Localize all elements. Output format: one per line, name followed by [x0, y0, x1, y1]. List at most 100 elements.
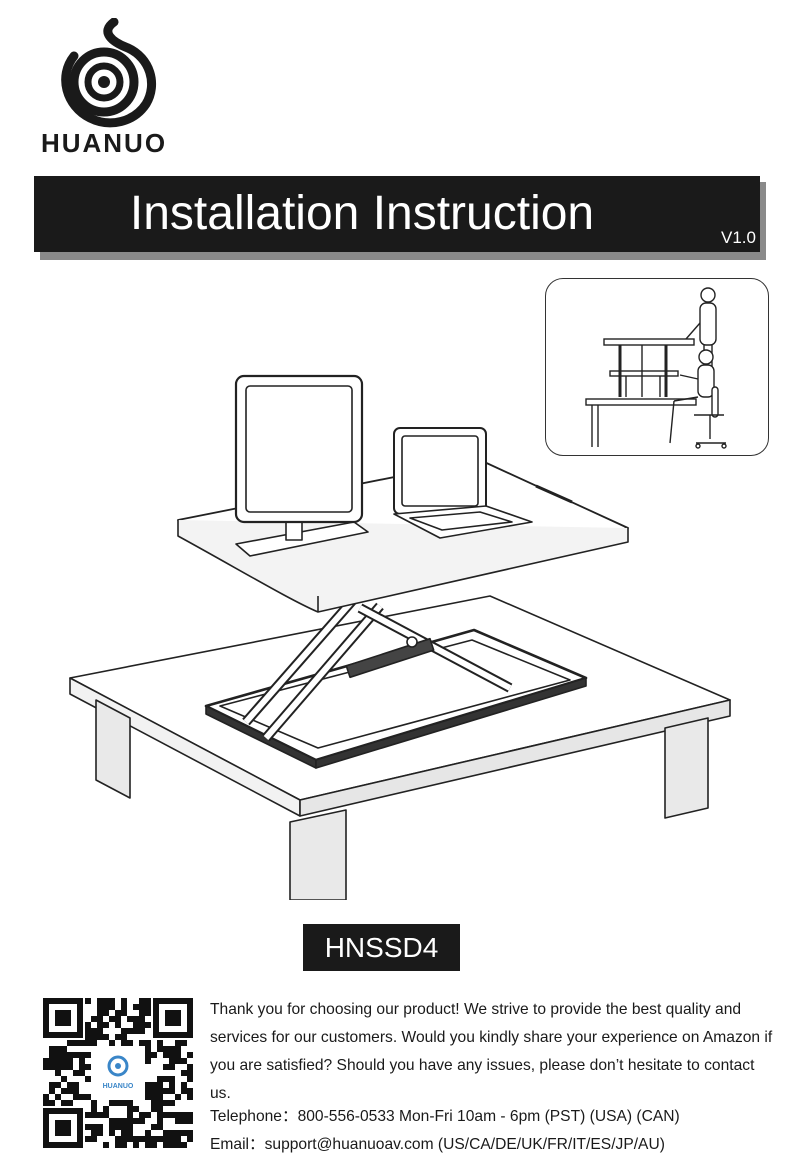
qr-module: [103, 998, 109, 1004]
qr-module: [85, 1040, 91, 1046]
qr-module: [67, 1064, 73, 1070]
qr-module: [145, 1142, 151, 1148]
qr-module: [91, 1130, 97, 1136]
qr-module: [133, 1028, 139, 1034]
qr-module: [49, 1052, 55, 1058]
qr-module: [85, 998, 91, 1004]
qr-module: [115, 1118, 121, 1124]
qr-module: [169, 1046, 175, 1052]
qr-module: [91, 1106, 97, 1112]
qr-module: [145, 1046, 151, 1052]
qr-module: [85, 1076, 91, 1082]
qr-module: [145, 1130, 151, 1136]
qr-module: [97, 1034, 103, 1040]
qr-module: [79, 1094, 85, 1100]
qr-module: [103, 1004, 109, 1010]
qr-module: [157, 1040, 163, 1046]
qr-module: [187, 1088, 193, 1094]
qr-module: [163, 1100, 169, 1106]
qr-module: [121, 1010, 127, 1016]
qr-module: [85, 1028, 91, 1034]
qr-module: [127, 1112, 133, 1118]
qr-module: [97, 1130, 103, 1136]
qr-module: [85, 1112, 91, 1118]
qr-module: [133, 1118, 139, 1124]
qr-module: [139, 1022, 145, 1028]
email-value[interactable]: support@huanuoav.com (US/CA/DE/UK/FR/IT/…: [264, 1136, 665, 1153]
qr-module: [49, 1064, 55, 1070]
qr-module: [109, 1130, 115, 1136]
qr-module: [55, 1052, 61, 1058]
qr-module: [169, 1088, 175, 1094]
qr-module: [103, 1106, 109, 1112]
qr-module: [121, 1040, 127, 1046]
qr-module: [79, 1070, 85, 1076]
qr-module: [157, 1088, 163, 1094]
qr-module: [169, 1082, 175, 1088]
qr-module: [121, 1136, 127, 1142]
qr-module: [145, 1094, 151, 1100]
qr-module: [55, 1046, 61, 1052]
qr-module: [157, 1046, 163, 1052]
qr-module: [85, 1022, 91, 1028]
qr-module: [187, 1076, 193, 1082]
qr-module: [169, 1052, 175, 1058]
qr-module: [55, 1070, 61, 1076]
qr-module: [139, 1004, 145, 1010]
qr-module: [145, 1088, 151, 1094]
qr-module: [133, 1106, 139, 1112]
table-leg-right: [664, 717, 709, 819]
qr-module: [97, 1124, 103, 1130]
qr-module: [91, 1136, 97, 1142]
qr-module: [97, 1028, 103, 1034]
qr-module: [79, 1064, 85, 1070]
qr-module: [73, 1094, 79, 1100]
qr-module: [67, 1088, 73, 1094]
qr-module: [175, 1136, 181, 1142]
qr-module: [109, 998, 115, 1004]
qr-module: [91, 1016, 97, 1022]
qr-module: [73, 1052, 79, 1058]
qr-module: [43, 1058, 49, 1064]
qr-module: [151, 1100, 157, 1106]
qr-module: [73, 1040, 79, 1046]
qr-module: [121, 1034, 127, 1040]
telephone-value: 800-556-0533 Mon-Fri 10am - 6pm (PST) (U…: [297, 1108, 680, 1125]
qr-module: [91, 1034, 97, 1040]
qr-module: [151, 1082, 157, 1088]
qr-module: [169, 1142, 175, 1148]
qr-module: [109, 1016, 115, 1022]
qr-module: [61, 1100, 67, 1106]
qr-module: [133, 1136, 139, 1142]
qr-module: [97, 1112, 103, 1118]
qr-module: [187, 1118, 193, 1124]
qr-module: [157, 1082, 163, 1088]
qr-module: [187, 1130, 193, 1136]
qr-module: [79, 1040, 85, 1046]
qr-module: [79, 1058, 85, 1064]
email-label: Email：: [210, 1136, 265, 1153]
qr-module: [157, 1118, 163, 1124]
qr-module: [181, 1058, 187, 1064]
qr-module: [91, 1040, 97, 1046]
qr-module: [157, 1094, 163, 1100]
qr-module: [163, 1142, 169, 1148]
qr-module: [127, 1136, 133, 1142]
qr-module: [157, 1136, 163, 1142]
qr-module: [175, 1052, 181, 1058]
qr-module: [181, 1040, 187, 1046]
qr-module: [115, 1016, 121, 1022]
qr-module: [175, 1058, 181, 1064]
qr-module: [121, 998, 127, 1004]
qr-module: [49, 1088, 55, 1094]
qr-module: [121, 1124, 127, 1130]
qr-module: [163, 1064, 169, 1070]
qr-module: [175, 1094, 181, 1100]
qr-module: [163, 1136, 169, 1142]
qr-module: [91, 1124, 97, 1130]
qr-module: [43, 1094, 49, 1100]
qr-module: [187, 1064, 193, 1070]
qr-module: [145, 1082, 151, 1088]
qr-module: [121, 1130, 127, 1136]
qr-module: [121, 1142, 127, 1148]
